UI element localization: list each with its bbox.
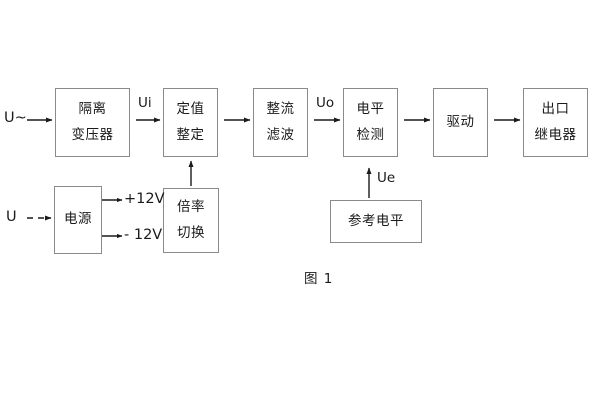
block-level-detection[interactable]: 电平 检测 [343,88,398,157]
block-line: 电源 [64,211,92,228]
block-reference-level[interactable]: 参考电平 [330,200,422,243]
figure-caption: 图 1 [304,271,334,287]
block-setpoint-setting[interactable]: 定值 整定 [163,88,218,157]
block-output-relay[interactable]: 出口 继电器 [523,88,588,157]
block-line: 驱动 [446,113,475,130]
block-rectify-filter[interactable]: 整流 滤波 [253,88,308,157]
block-line: 滤波 [266,127,295,143]
block-line: 检测 [356,127,385,143]
block-power-supply[interactable]: 电源 [54,186,102,254]
block-line: 整定 [176,127,205,143]
block-line: 继电器 [534,127,577,143]
label-uo: Uo [316,95,335,111]
label-rail-negative: - 12V [124,227,163,243]
block-range-switching[interactable]: 倍率 切换 [163,188,219,253]
block-line: 参考电平 [348,212,404,229]
block-line: 出口 [541,100,570,117]
label-dc-input: U [6,209,17,225]
block-line: 定值 [176,100,205,117]
block-line: 隔离 [78,100,107,117]
block-line: 整流 [266,100,295,117]
block-line: 电平 [356,100,385,117]
label-ac-input: U~ [4,110,27,126]
block-line: 变压器 [71,127,114,143]
label-ue: Ue [377,170,396,186]
block-drive[interactable]: 驱动 [433,88,488,157]
label-ui: Ui [138,95,152,111]
block-line: 切换 [177,225,205,241]
block-isolation-transformer[interactable]: 隔离 变压器 [55,88,130,157]
block-line: 倍率 [177,198,205,215]
label-rail-positive: +12V [124,191,165,207]
